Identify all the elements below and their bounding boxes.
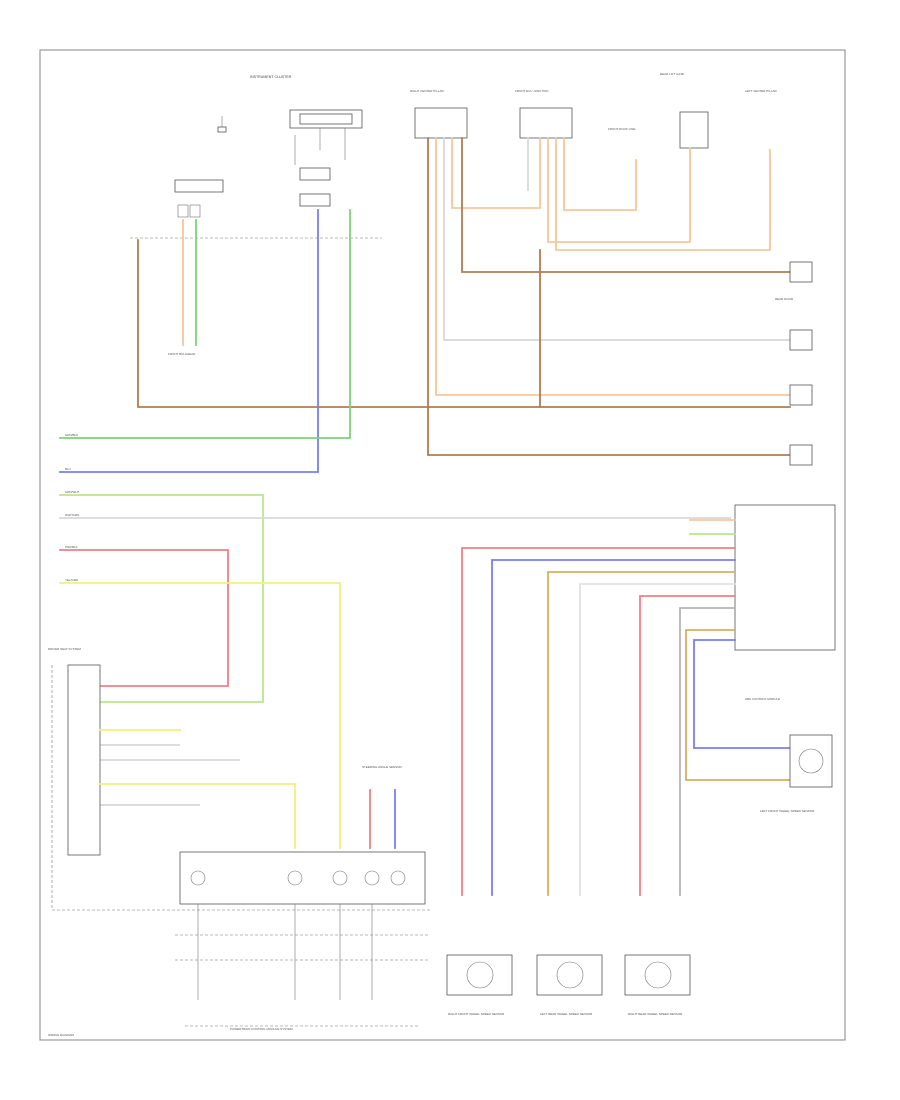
module-box-top-left	[289, 109, 363, 207]
rear-lift-gate-label: REAR LIFT GATE	[660, 72, 684, 76]
front-roof-label: FRONT ROOF LINE	[608, 127, 635, 131]
right-center-pillar-label: RIGHT CENTER PILLAR	[410, 89, 444, 93]
wire-label-green: GRN/BLK	[65, 433, 78, 437]
wire-label-blue: BLU	[65, 467, 71, 471]
wire-abs-dark	[679, 607, 736, 896]
left-rear-sensor-label: LEFT REAR WHEEL SPEED SENSOR	[540, 1012, 593, 1016]
right-front-sensor-label: RIGHT FRONT WHEEL SPEED SENSOR	[448, 1012, 505, 1016]
steering-angle-label: STEERING ANGLE SENSOR	[362, 765, 403, 769]
instrument-cluster-label: INSTRUMENT CLUSTER	[250, 75, 292, 79]
wire-r8	[555, 137, 771, 251]
left-center-pillar-label: LEFT CENTER PILLAR	[745, 89, 777, 93]
wire-abs-pink	[639, 595, 736, 896]
wire-label-light-green: GRN/WHT	[65, 490, 79, 494]
wire-r4	[451, 137, 541, 209]
bottom-connector-strip	[179, 851, 426, 905]
wire-r7	[547, 137, 691, 243]
wire-abs-blue2	[693, 639, 791, 749]
abs-module-label: ABS CONTROL MODULE	[745, 697, 780, 701]
front-ecu-label: FRONT ECU JUNCTION	[515, 89, 548, 93]
bulkhead-label-small: FRONT BULKHEAD	[168, 352, 196, 356]
pillar-connector-a	[414, 107, 468, 139]
wire-r2	[435, 137, 791, 396]
wire-r9	[563, 137, 637, 211]
wire-r3	[443, 137, 791, 341]
wire-abs-blue	[491, 559, 736, 896]
wire-abs-tan2	[685, 629, 791, 781]
wire-green-main	[59, 209, 351, 439]
bottom-ground-lines	[175, 904, 430, 1000]
left-front-sensor-label: LEFT FRONT WHEEL SPEED SENSOR	[760, 809, 815, 813]
wire-label-white: WHT/GRN	[65, 513, 79, 517]
wire-abs-tan	[547, 571, 736, 896]
left-front-sensor-symbol	[798, 748, 824, 774]
wire-r5	[461, 137, 791, 273]
ground-symbol	[217, 116, 227, 133]
left-rear-sensor	[536, 954, 603, 996]
right-rear-sensor	[624, 954, 691, 996]
wire-abs-red	[461, 547, 736, 896]
diagram-frame	[39, 49, 846, 1041]
right-rear-sensor-label: RIGHT REAR WHEEL SPEED SENSOR	[628, 1012, 683, 1016]
wire-yellow	[59, 582, 341, 849]
wire-pink	[59, 549, 229, 687]
abs-module-block	[734, 504, 836, 651]
wire-r1	[427, 137, 791, 456]
left-side-module	[67, 664, 101, 856]
driver-seat-label: DRIVER SEAT SYSTEM	[48, 647, 81, 651]
lift-gate-connector	[679, 111, 709, 149]
rear-door-label: REAR DOOR	[775, 297, 794, 301]
ecu-connector	[519, 107, 573, 139]
wire-blue	[59, 209, 319, 473]
wire-label-pink: PNK/BLK	[65, 545, 78, 549]
footer-label: WIRING DIAGRAM	[48, 1033, 75, 1037]
left-front-sensor-box	[789, 734, 833, 788]
right-front-sensor	[446, 954, 513, 996]
wire-small-yellow-2	[99, 783, 296, 849]
wire-light-green	[59, 494, 264, 703]
wire-label-yellow: YEL/GRN	[65, 578, 78, 582]
bottom-connector-pins	[190, 870, 406, 886]
right-modules	[789, 261, 813, 466]
connector-left-module	[174, 179, 224, 218]
wire-brown-long	[137, 239, 791, 408]
bottom-module-label: POWERTRAIN CONTROL MODULE SYSTEM	[230, 1027, 293, 1031]
wire-abs-gray	[579, 583, 736, 896]
